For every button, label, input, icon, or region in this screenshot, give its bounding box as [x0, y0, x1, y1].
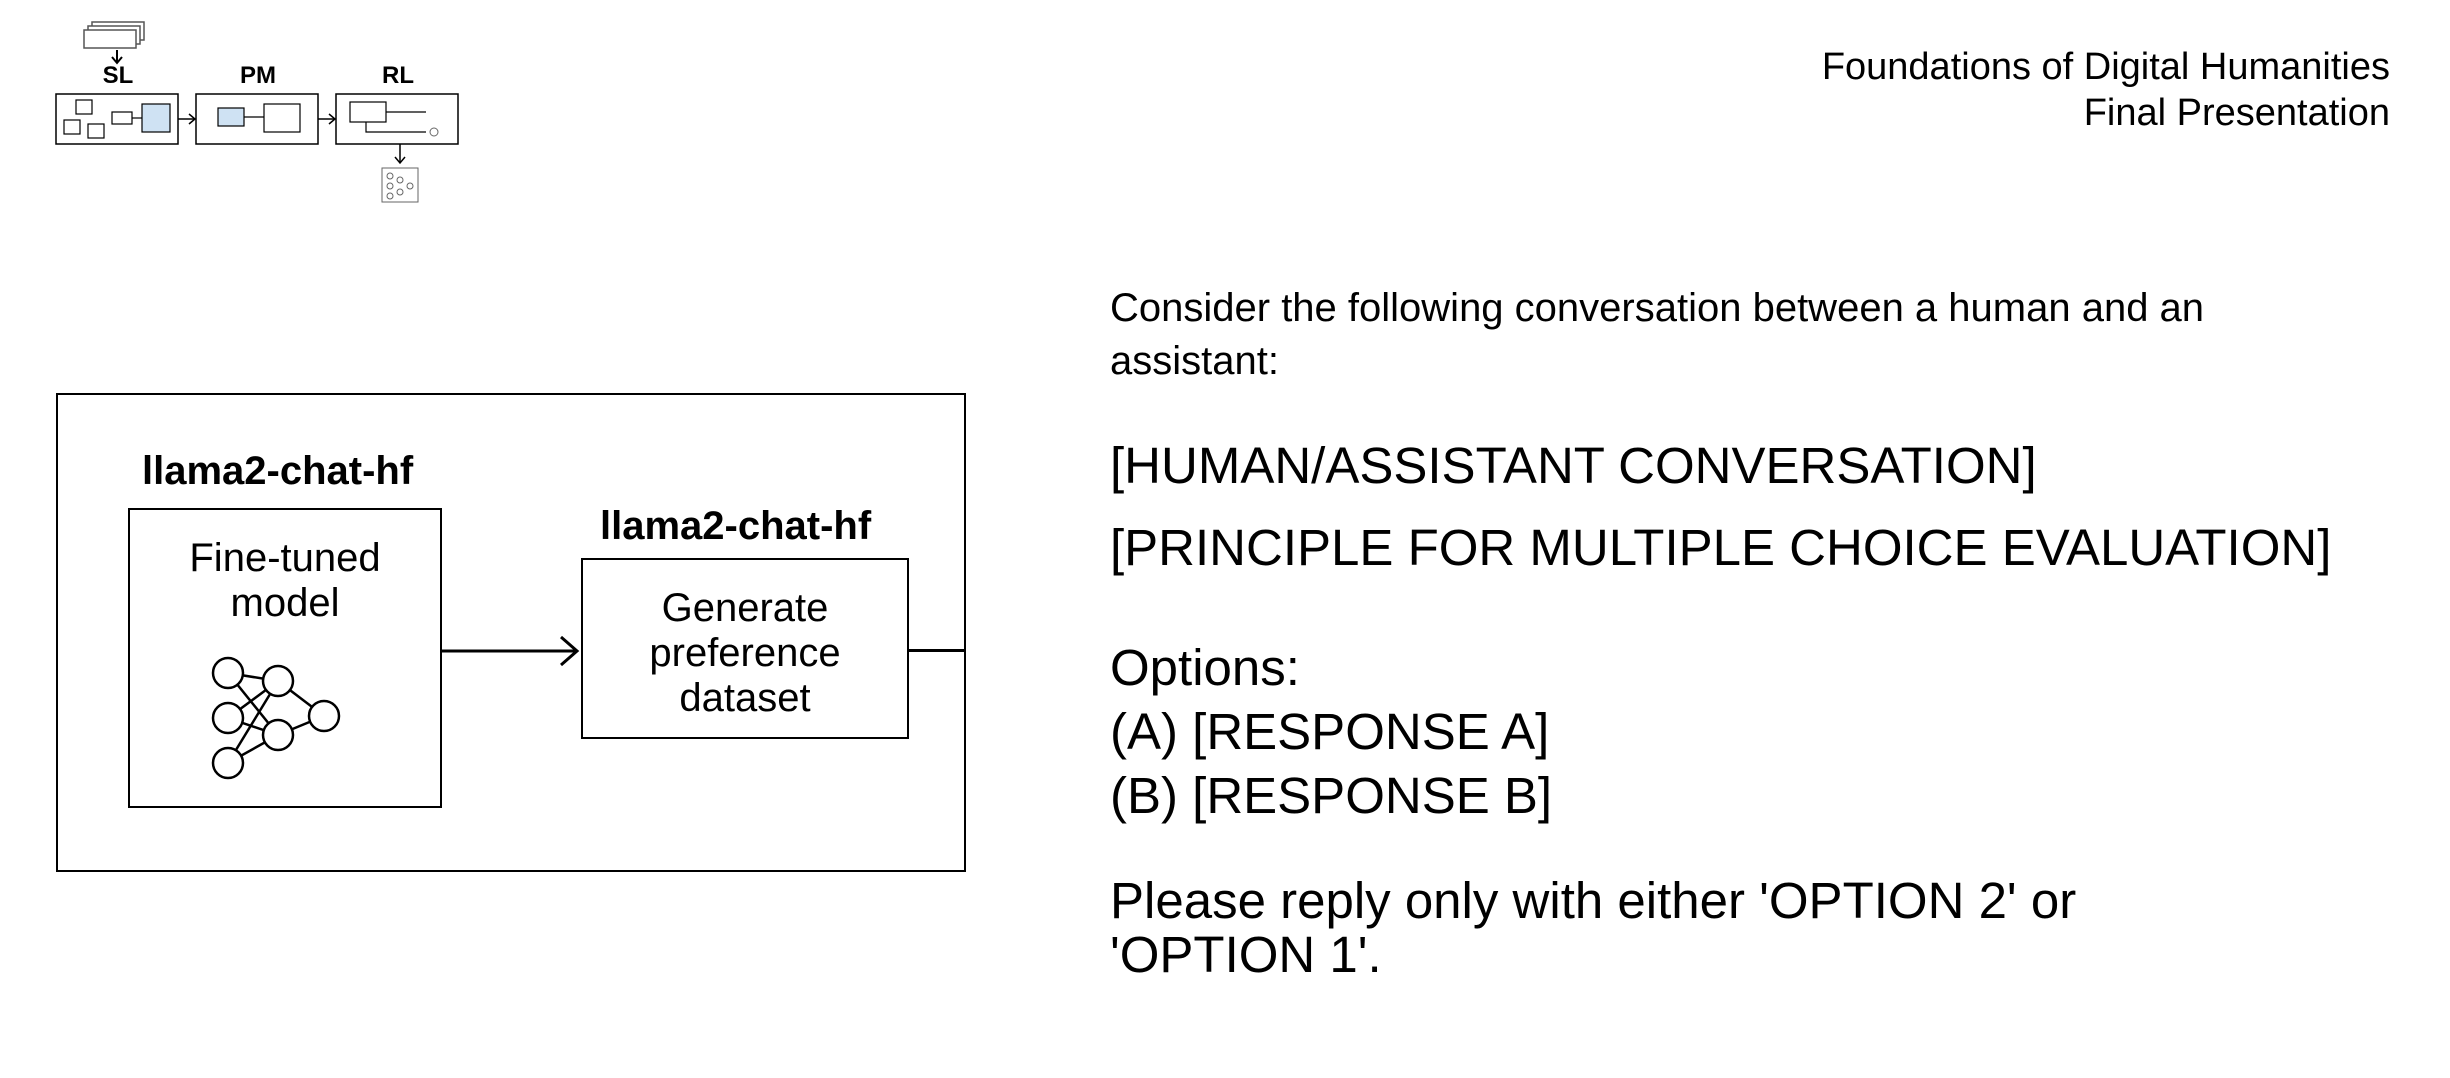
- pipeline-thumbnail: SL PM RL: [50, 16, 470, 206]
- neural-network-icon: [211, 656, 341, 780]
- model-b-title: llama2-chat-hf: [600, 504, 872, 548]
- flow-arrow: [441, 635, 580, 667]
- pipeline-thumbnail-graphic: [55, 21, 459, 203]
- model-b-line3: dataset: [679, 676, 811, 720]
- stage-label-sl: SL: [102, 62, 134, 89]
- conversation-placeholder: [HUMAN/ASSISTANT CONVERSATION]: [1110, 437, 2037, 494]
- option-b: (B) [RESPONSE B]: [1110, 767, 1553, 824]
- slide-header: Foundations of Digital Humanities Final …: [1490, 44, 2390, 136]
- document-stack-icon: [83, 21, 145, 49]
- principle-placeholder: [PRINCIPLE FOR MULTIPLE CHOICE EVALUATIO…: [1110, 519, 2332, 576]
- model-b-line1: Generate: [661, 586, 829, 630]
- diagram-panel: llama2-chat-hf Fine-tuned model: [56, 393, 966, 872]
- model-a-line2: model: [230, 581, 340, 625]
- small-network-icon: [381, 167, 419, 203]
- fine-tuned-model-box: Fine-tuned model: [128, 508, 442, 808]
- model-a-line1: Fine-tuned: [189, 536, 381, 580]
- stage-label-rl: RL: [382, 62, 414, 89]
- options-label: Options:: [1110, 639, 1300, 696]
- prompt-intro: Consider the following conversation betw…: [1110, 286, 2205, 383]
- options-block: Options: (A) [RESPONSE A] (B) [RESPONSE …: [1110, 636, 1552, 828]
- stage-label-pm: PM: [240, 62, 276, 89]
- option-a: (A) [RESPONSE A]: [1110, 703, 1550, 760]
- reply-instruction: Please reply only with either 'OPTION 2'…: [1110, 872, 2077, 983]
- model-b-line2: preference: [649, 631, 841, 675]
- model-a-title: llama2-chat-hf: [142, 449, 414, 493]
- outgoing-connector: [909, 649, 966, 652]
- course-title: Foundations of Digital Humanities: [1821, 46, 2390, 88]
- presentation-title: Final Presentation: [2083, 92, 2390, 134]
- generate-preference-box: Generate preference dataset: [581, 558, 909, 739]
